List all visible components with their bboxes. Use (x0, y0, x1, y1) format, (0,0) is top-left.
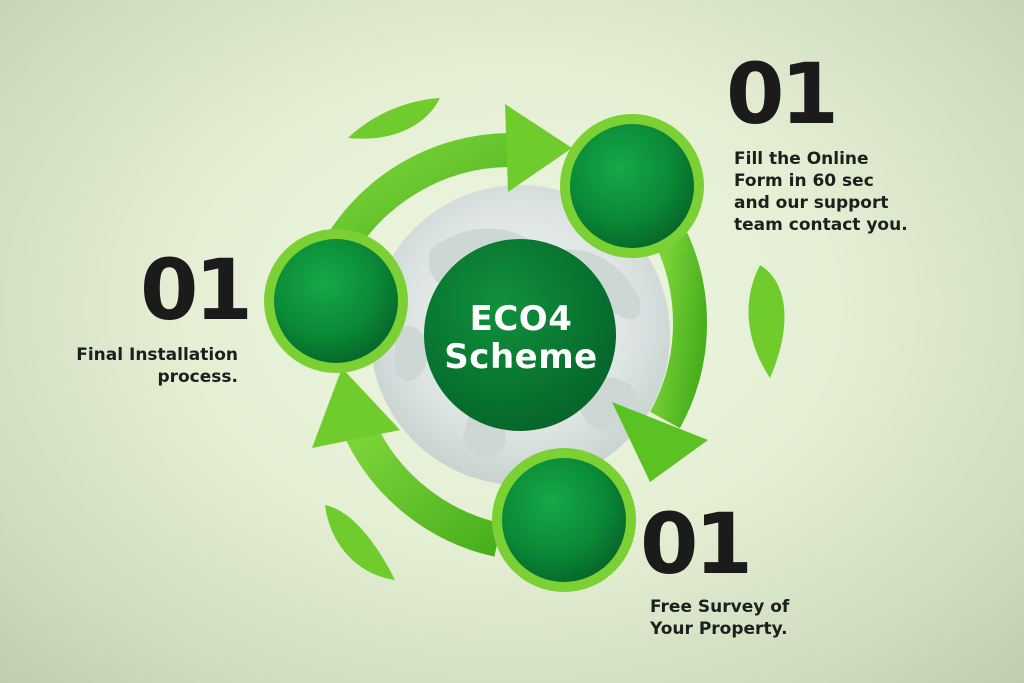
step-node-3 (264, 229, 408, 373)
leaf-icon (348, 98, 440, 139)
step-1-line: and our support (734, 193, 889, 213)
center-title: ECO4 Scheme (426, 300, 616, 376)
step-node-1 (560, 114, 704, 258)
center-node (424, 239, 616, 431)
step-1-text: Fill the Online Form in 60 sec and our s… (734, 148, 908, 236)
step-2-line: Your Property. (650, 619, 788, 639)
leaf-icon (325, 505, 395, 580)
arrow-left (312, 368, 502, 557)
step-1-line: Fill the Online (734, 149, 869, 169)
center-title-line1: ECO4 (469, 299, 573, 339)
step-3-number: 01 (140, 241, 253, 339)
step-1-number: 01 (726, 45, 839, 143)
step-node-2 (492, 448, 636, 592)
leaf-icon (748, 265, 785, 378)
step-2-text: Free Survey of Your Property. (650, 596, 789, 640)
step-1-line: team contact you. (734, 215, 908, 235)
step-2-line: Free Survey of (650, 597, 790, 617)
step-3-line: Final Installation (76, 345, 238, 365)
step-1-line: Form in 60 sec (734, 171, 874, 191)
arrow-right (612, 224, 708, 482)
step-3-line: process. (157, 367, 238, 387)
step-3-text: Final Installation process. (76, 344, 238, 388)
step-2-number: 01 (640, 495, 753, 593)
center-title-line2: Scheme (444, 337, 598, 377)
